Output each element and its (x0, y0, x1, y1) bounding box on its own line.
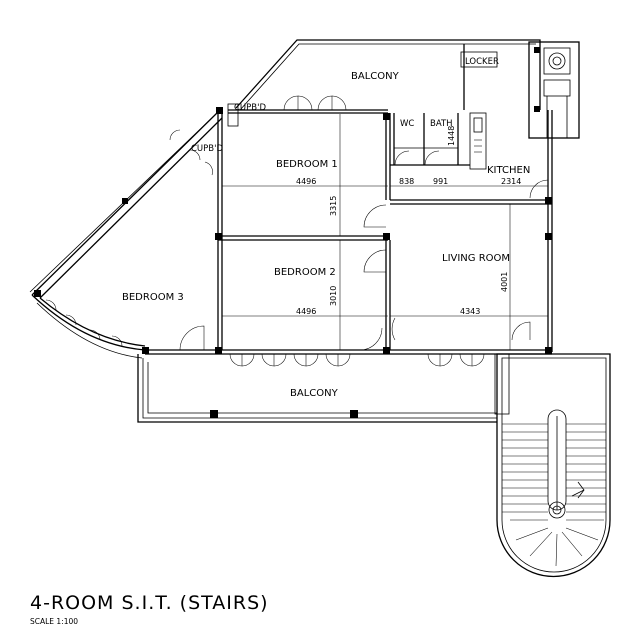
bath-label: BATH (430, 119, 453, 129)
bedroom-2-label: BEDROOM 2 (274, 267, 336, 278)
stair-steps (502, 423, 606, 567)
bedroom-1-label: BEDROOM 1 (276, 159, 338, 170)
balcony-bottom-label: BALCONY (290, 388, 339, 399)
living-depth-dimension: 4001 (500, 272, 509, 292)
bedroom-1-depth-dimension: 3315 (329, 196, 338, 216)
cupboards (169, 103, 239, 176)
top-balcony-walls (228, 39, 541, 114)
locker-box (460, 51, 498, 68)
bedroom-2-depth-dimension: 3010 (329, 286, 338, 306)
plan-title: 4-ROOM S.I.T. (STAIRS) (30, 592, 269, 614)
staircase (494, 353, 611, 578)
kitchen-label: KITCHEN (487, 165, 530, 176)
wc-width-dimension: 838 (399, 177, 414, 186)
door-swings (45, 150, 549, 351)
cupboard-1-label: CUPB'D (234, 103, 266, 113)
bath-width-dimension: 991 (433, 177, 448, 186)
outer-walls (29, 110, 553, 359)
bath-depth-dimension: 1448 (447, 126, 456, 146)
bedroom-3-label: BEDROOM 3 (122, 292, 184, 303)
service-shaft (528, 41, 580, 139)
living-room-label: LIVING ROOM (442, 253, 510, 264)
bedroom-1-width-dimension: 4496 (296, 177, 316, 186)
wc-label: WC (400, 119, 414, 129)
kitchen-width-dimension: 2314 (501, 177, 521, 186)
bedroom-2-width-dimension: 4496 (296, 307, 316, 316)
plan-scale: SCALE 1:100 (30, 617, 78, 626)
living-width-dimension: 4343 (460, 307, 480, 316)
interior-walls (34, 112, 552, 354)
cupboard-2-label: CUPB'D (191, 144, 223, 154)
locker-label: LOCKER (465, 57, 499, 67)
bottom-balcony (137, 353, 497, 423)
balcony-top-label: BALCONY (351, 71, 400, 82)
